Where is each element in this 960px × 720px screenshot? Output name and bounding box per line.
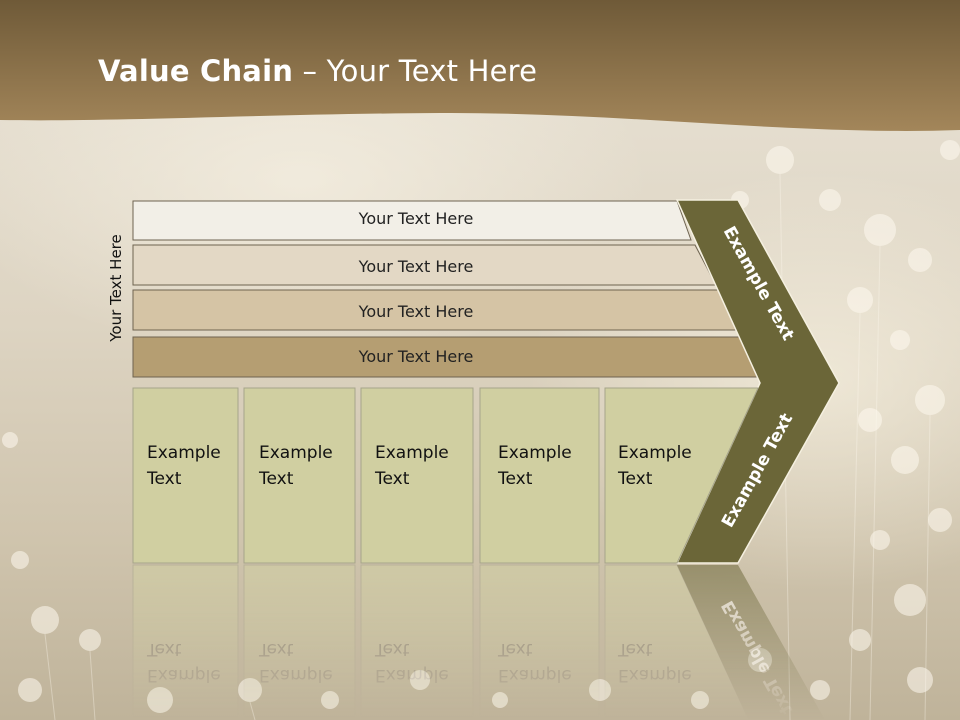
slide-title: Value Chain – Your Text Here xyxy=(98,54,537,88)
reflection: Example Text Example Text Example Text E… xyxy=(132,564,825,720)
box-4-line2: Text xyxy=(497,469,533,489)
box-2-shape xyxy=(243,387,356,564)
box-3-line2: Text xyxy=(374,469,410,489)
box-1-line1: Example xyxy=(147,443,221,463)
bar-row-1: Your Text Here xyxy=(132,200,692,241)
bar-row-2: Your Text Here xyxy=(132,244,717,286)
box-3-line1: Example xyxy=(375,443,449,463)
chevron-arrow xyxy=(675,199,840,564)
box-2-line2: Text xyxy=(258,469,294,489)
refl-box-5-line1: Example xyxy=(618,665,692,685)
refl-box-4-line2: Text xyxy=(497,639,533,659)
bar-row-4: Your Text Here xyxy=(132,336,764,378)
box-1: Example Text xyxy=(132,387,239,564)
box-2-line1: Example xyxy=(259,443,333,463)
box-5-shape xyxy=(604,387,759,564)
header-band xyxy=(0,0,960,131)
box-4: Example Text xyxy=(479,387,600,564)
box-1-line2: Text xyxy=(146,469,182,489)
refl-box-1-line1: Example xyxy=(147,665,221,685)
box-4-line1: Example xyxy=(498,443,572,463)
title-rest: – Your Text Here xyxy=(293,54,538,88)
box-4-shape xyxy=(479,387,600,564)
title-bold: Value Chain xyxy=(98,54,294,88)
bar-shape-1 xyxy=(132,200,692,241)
bar-label-2: Your Text Here xyxy=(358,257,474,276)
box-5-line2: Text xyxy=(617,469,653,489)
refl-box-2-line1: Example xyxy=(259,665,333,685)
refl-box-3-line2: Text xyxy=(374,639,410,659)
refl-box-1-line2: Text xyxy=(146,639,182,659)
bar-row-3: Your Text Here xyxy=(132,289,740,331)
box-1-shape xyxy=(132,387,239,564)
bar-label-1: Your Text Here xyxy=(358,209,474,228)
box-5: Example Text xyxy=(604,387,759,564)
box-3-shape xyxy=(360,387,474,564)
refl-box-2-line2: Text xyxy=(258,639,294,659)
box-3: Example Text xyxy=(360,387,474,564)
refl-box-4-line1: Example xyxy=(498,665,572,685)
refl-box-3-line1: Example xyxy=(375,665,449,685)
box-5-line1: Example xyxy=(618,443,692,463)
bar-label-4: Your Text Here xyxy=(358,347,474,366)
refl-box-5-line2: Text xyxy=(617,639,653,659)
bar-label-3: Your Text Here xyxy=(358,302,474,321)
box-2: Example Text xyxy=(243,387,356,564)
